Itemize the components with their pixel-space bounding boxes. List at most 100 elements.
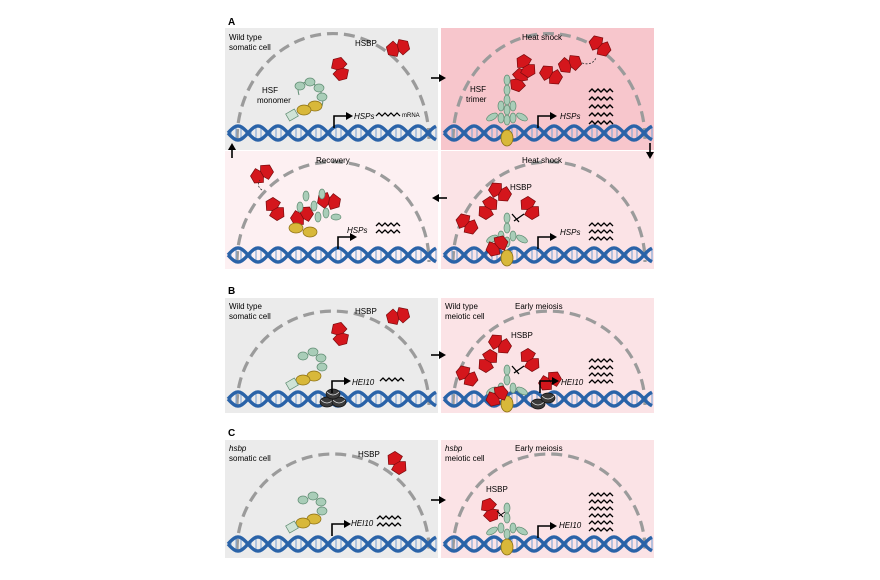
dna-helix-a3 bbox=[226, 246, 437, 264]
dna-strand-2 bbox=[442, 124, 653, 142]
inhibition-mark bbox=[511, 213, 525, 223]
dna-helix-a1 bbox=[226, 124, 437, 142]
panel-a1-title-line1: Wild type bbox=[229, 33, 262, 42]
hsbp-exit-path bbox=[581, 57, 597, 65]
panel-b2-title-line1: Wild type bbox=[445, 302, 478, 311]
panel-c2-title-line1: hsbp bbox=[445, 444, 463, 453]
nucleosome bbox=[540, 392, 556, 404]
dna-strand-1 bbox=[226, 246, 437, 264]
panel-letter-a: A bbox=[228, 17, 235, 28]
panel-a4-gene-label: HSPs bbox=[560, 228, 580, 237]
panel-c2-title-line2: meiotic cell bbox=[445, 454, 485, 463]
panel-b2-center-title: Early meiosis bbox=[515, 302, 563, 311]
panel-a4-hsbp-label: HSBP bbox=[510, 183, 532, 192]
nucleus-envelope-a4 bbox=[451, 160, 647, 263]
panel-letter-c: C bbox=[228, 428, 235, 439]
panel-letter-b: B bbox=[228, 286, 235, 297]
dna-strand-2 bbox=[442, 535, 653, 553]
dna-helix-c2 bbox=[442, 535, 653, 553]
arrow-right-head bbox=[439, 74, 446, 82]
dna-strand-1 bbox=[442, 124, 653, 142]
svg-text:B: B bbox=[228, 286, 235, 297]
dna-strand-2 bbox=[226, 246, 437, 264]
panel-a4-title: Heat shock bbox=[522, 156, 563, 165]
panel-a1-mrna-label: mRNA bbox=[402, 113, 420, 119]
panel-b1-title-line2: somatic cell bbox=[229, 312, 271, 321]
panel-c1-hsbp-label: HSBP bbox=[358, 450, 380, 459]
hsf-dna-binding-domain bbox=[288, 222, 304, 234]
arrow-left-head bbox=[432, 194, 439, 202]
panel-a1-hsbp-label: HSBP bbox=[355, 39, 377, 48]
panel-a2-gene-label: HSPs bbox=[560, 112, 580, 121]
mrna-transcripts bbox=[588, 88, 614, 125]
nucleus-envelope-c2 bbox=[451, 452, 647, 551]
dna-helix-a2 bbox=[442, 124, 653, 142]
panel-a2: Heat shock HSF trimer HSPs bbox=[466, 32, 614, 147]
nucleus-envelope-a3 bbox=[235, 160, 431, 263]
nucleus-envelope-a2 bbox=[451, 32, 647, 141]
dna-strand-1 bbox=[442, 535, 653, 553]
hsf-monomer bbox=[285, 491, 328, 534]
arrow-c-transition bbox=[431, 496, 446, 504]
mrna-transcript bbox=[379, 377, 405, 382]
nucleus-envelope-a1 bbox=[235, 32, 431, 141]
dna-helix-a4 bbox=[442, 246, 653, 264]
mrna-transcript bbox=[375, 112, 401, 117]
panel-b1: Wild type somatic cell HSBP HEI10 bbox=[229, 302, 412, 408]
panel-c2: hsbp meiotic cell Early meiosis HSBP HEI… bbox=[445, 444, 614, 556]
panel-b2: Wild type meiotic cell Early meiosis HSB… bbox=[445, 302, 614, 413]
hsf-trimer bbox=[486, 502, 528, 556]
cycle-arrows bbox=[228, 74, 654, 202]
panel-c1: hsbp somatic cell HSBP HEI10 bbox=[229, 444, 410, 537]
panel-b2-gene-label: HEI10 bbox=[561, 378, 584, 387]
mrna-transcripts bbox=[376, 515, 402, 527]
panel-a3-gene-label: HSPs bbox=[347, 226, 367, 235]
arrow-up-head bbox=[228, 143, 236, 150]
panel-a2-title: Heat shock bbox=[522, 33, 563, 42]
hsf-trimer bbox=[486, 74, 528, 147]
panel-a1-gene-label: HSPs bbox=[354, 112, 374, 121]
dna-strand-2 bbox=[226, 124, 437, 142]
dna-strand-1 bbox=[442, 246, 653, 264]
dna-strand-1 bbox=[226, 535, 437, 553]
dna-strand-1 bbox=[226, 124, 437, 142]
dna-strand-2 bbox=[442, 246, 653, 264]
panel-b1-hsbp-label: HSBP bbox=[355, 307, 377, 316]
inhibition-mark bbox=[511, 365, 525, 375]
panel-c2-gene-label: HEI10 bbox=[559, 521, 582, 530]
panel-a1-hsf-label-line1: HSF bbox=[262, 86, 278, 95]
panel-a3-title: Recovery bbox=[316, 156, 350, 165]
nucleus-envelope-c1 bbox=[235, 452, 431, 551]
panel-c2-hsbp-label: HSBP bbox=[486, 485, 508, 494]
panel-a3: Recovery HSPs bbox=[248, 156, 401, 250]
panel-c1-title-line1: hsbp bbox=[229, 444, 247, 453]
hsf-dna-binding-domain bbox=[302, 226, 318, 238]
nucleus-envelope-b1 bbox=[235, 309, 431, 406]
mrna-transcripts bbox=[588, 492, 614, 532]
hsbp-exit-path bbox=[258, 179, 263, 191]
nucleus-envelope-b2 bbox=[451, 309, 647, 406]
panel-c2-center-title: Early meiosis bbox=[515, 444, 563, 453]
nucleosome bbox=[325, 388, 341, 400]
dna-strand-2 bbox=[226, 535, 437, 553]
arrow-b-transition bbox=[431, 351, 446, 359]
panel-b1-gene-label: HEI10 bbox=[352, 378, 375, 387]
hsf-monomer bbox=[285, 347, 328, 391]
panel-a2-hsf-label-line2: trimer bbox=[466, 95, 487, 104]
dna-layer bbox=[226, 124, 653, 553]
arrow-down-head bbox=[646, 152, 654, 159]
mrna-transcripts bbox=[588, 358, 614, 384]
panel-c1-gene-label: HEI10 bbox=[351, 519, 374, 528]
panel-c1-title-line2: somatic cell bbox=[229, 454, 271, 463]
panel-a1: Wild type somatic cell HSBP HSF monomer … bbox=[229, 33, 420, 129]
panel-b1-title-line1: Wild type bbox=[229, 302, 262, 311]
panel-b2-hsbp-label: HSBP bbox=[511, 331, 533, 340]
hsf-trimer-dissociating bbox=[296, 188, 342, 223]
panel-a4: Heat shock HSBP HSPs bbox=[453, 156, 614, 267]
panel-a2-hsf-label-line1: HSF bbox=[470, 85, 486, 94]
dna-helix-c1 bbox=[226, 535, 437, 553]
mrna-transcripts bbox=[375, 222, 401, 234]
svg-text:A: A bbox=[228, 17, 235, 28]
svg-text:C: C bbox=[228, 428, 235, 439]
